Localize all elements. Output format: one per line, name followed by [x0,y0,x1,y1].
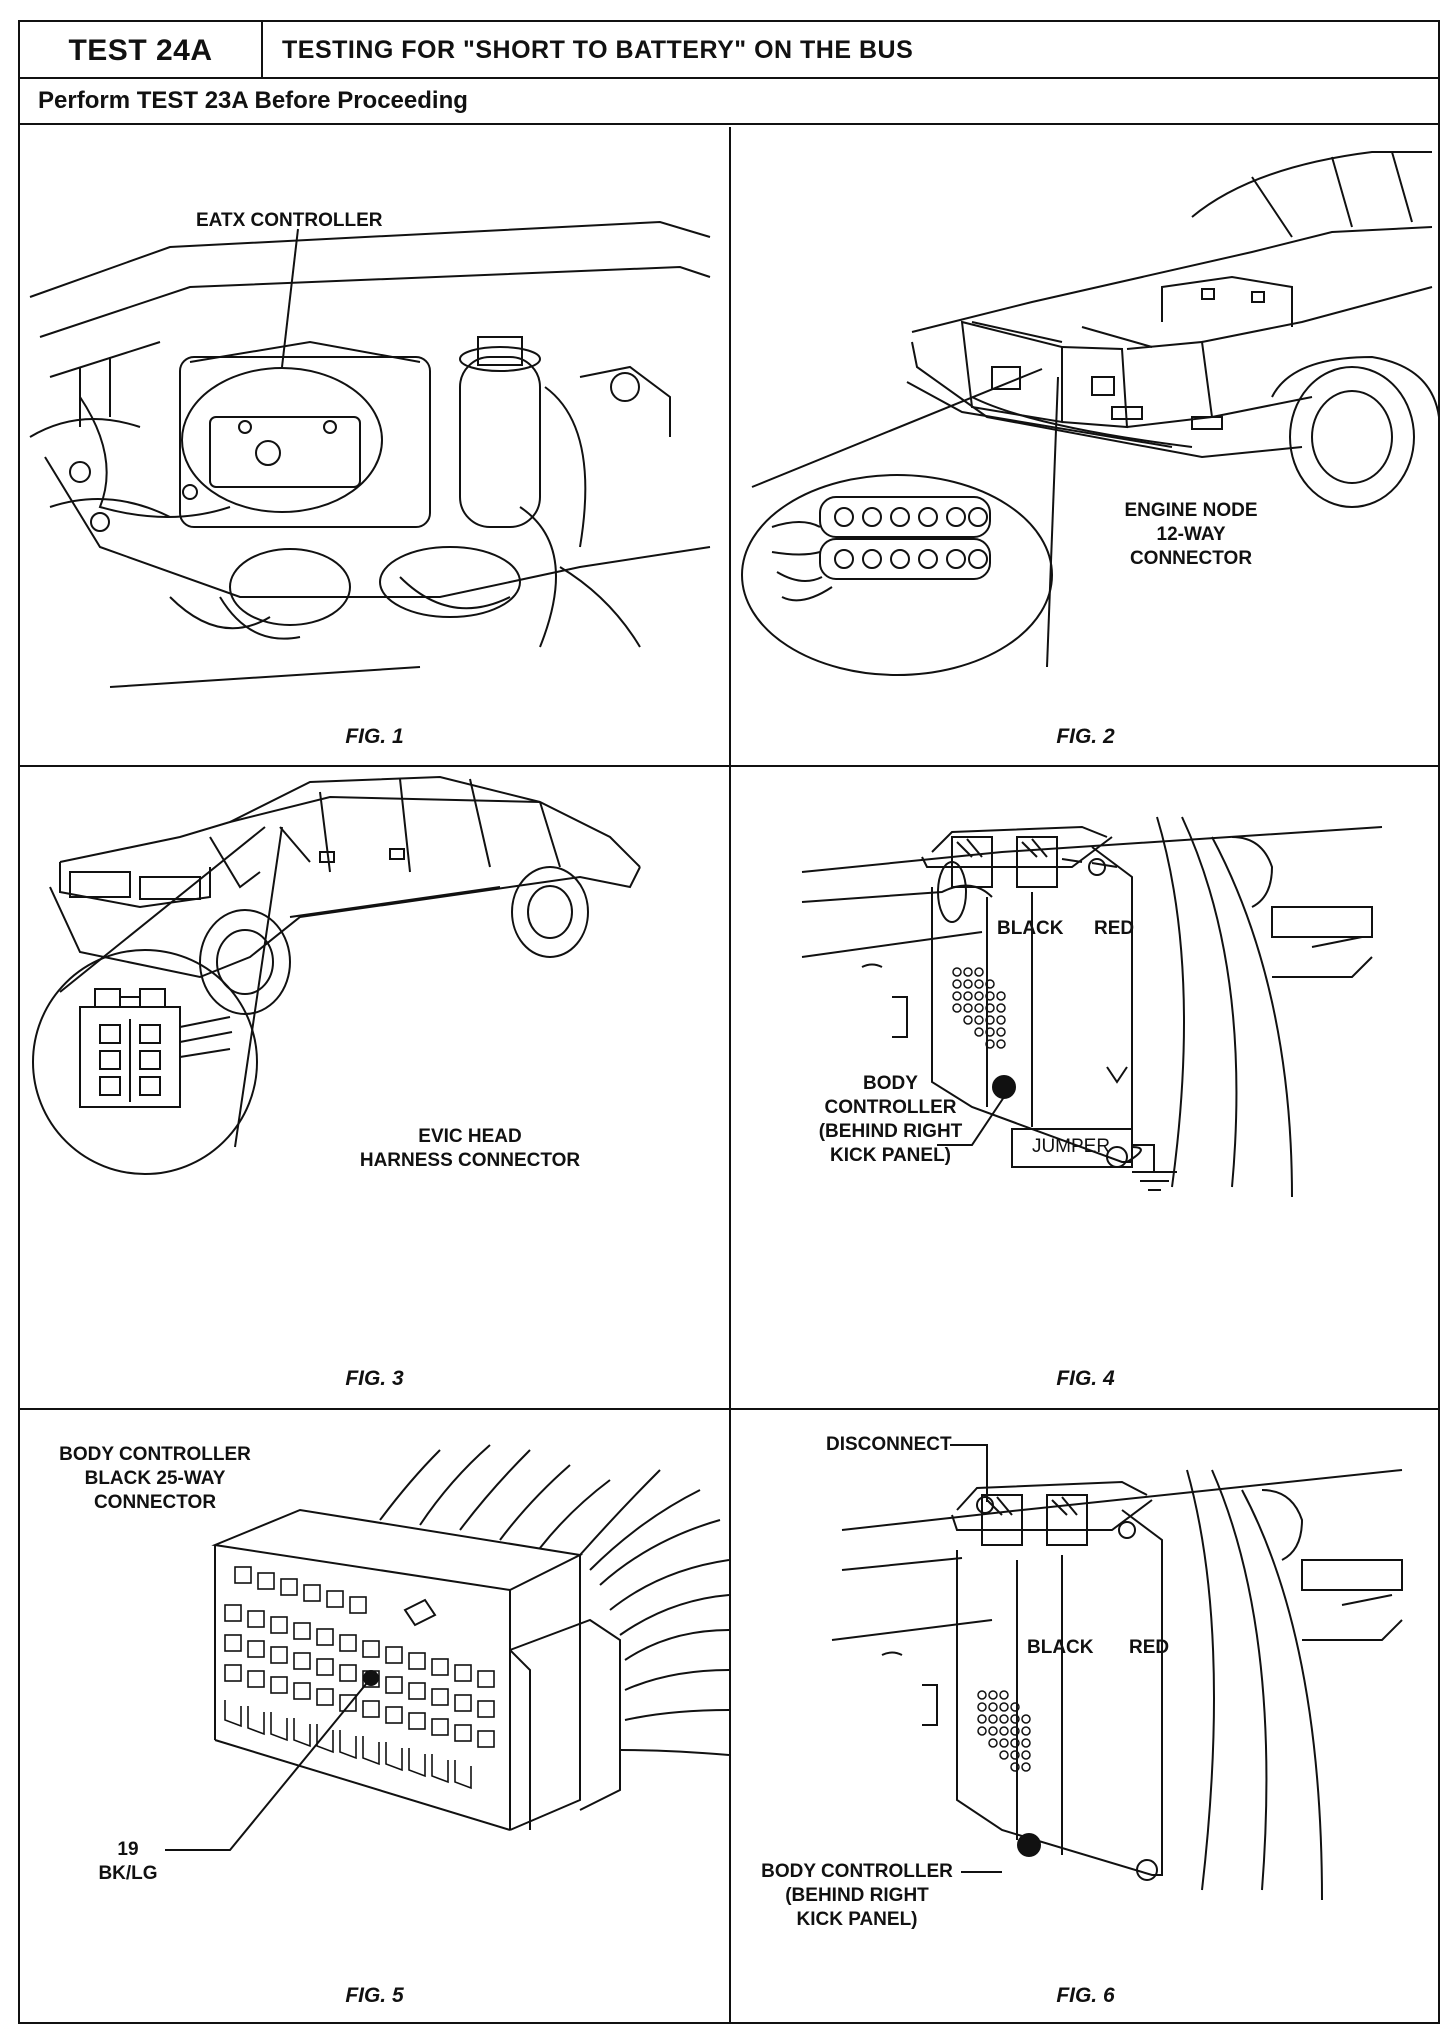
header: TEST 24A TESTING FOR "SHORT TO BATTERY" … [20,22,1438,79]
pin-number-label: 19 [117,1839,139,1860]
connector-label-line3: CONNECTOR [93,1492,217,1513]
connector-label-line2: BLACK 25-WAY [84,1468,226,1489]
connector-label-line1: BODY CONTROLLER [59,1444,251,1465]
engine-node-label-line3: CONNECTOR [1129,548,1253,569]
figure-grid: EATX CONTROLLER FIG. 1 [20,127,1440,2024]
body-controller-label-line1: BODY [863,1073,918,1094]
body-controller-label-line2: (BEHIND RIGHT [785,1885,929,1906]
black-connector-label: BLACK [1027,1637,1094,1658]
black-connector-label: BLACK [997,918,1064,939]
figure-5-caption: FIG. 5 [345,1984,404,2007]
figure-4-caption: FIG. 4 [1056,1367,1115,1390]
wire-color-label: BK/LG [98,1863,158,1884]
body-controller-label-line2: CONTROLLER [824,1097,957,1118]
figure-6-caption: FIG. 6 [1056,1984,1115,2007]
disconnect-label: DISCONNECT [826,1434,952,1455]
evic-head-label-line2: HARNESS CONNECTOR [359,1150,581,1171]
figure-1-panel: EATX CONTROLLER FIG. 1 [20,127,731,767]
body-controller-disconnect-illustration [831,1444,1403,1901]
sedan-illustration [32,775,641,1175]
body-controller-label-line1: BODY CONTROLLER [761,1861,953,1882]
body-controller-label-line4: KICK PANEL) [829,1145,952,1166]
eatx-controller-label: EATX CONTROLLER [196,210,383,231]
figure-3-caption: FIG. 3 [345,1367,404,1390]
evic-head-label-line1: EVIC HEAD [418,1126,522,1147]
body-controller-label-line3: KICK PANEL) [796,1909,918,1930]
test-title: TESTING FOR "SHORT TO BATTERY" ON THE BU… [282,36,914,64]
connector-25-way-illustration [165,1444,729,1851]
engine-node-label-line1: ENGINE NODE [1124,500,1258,521]
figure-2-caption: FIG. 2 [1056,725,1115,748]
engine-bay-illustration [29,220,711,688]
figure-2-panel: ENGINE NODE 12-WAY CONNECTOR FIG. 2 [731,127,1440,767]
red-connector-label: RED [1129,1637,1170,1658]
figure-6-panel: DISCONNECT BLACK RED BODY CONTROLLER (BE… [731,1410,1440,2024]
body-controller-label-line3: (BEHIND RIGHT [818,1121,963,1142]
engine-node-label-line2: 12-WAY [1156,524,1226,545]
figure-5-panel: BODY CONTROLLER BLACK 25-WAY CONNECTOR 1… [20,1410,731,2024]
prerequisite-note: Perform TEST 23A Before Proceeding [20,79,1438,125]
red-connector-label: RED [1094,918,1135,939]
figure-3-panel: EVIC HEAD HARNESS CONNECTOR FIG. 3 [20,767,731,1410]
body-controller-jumper-illustration [801,816,1383,1198]
test-id: TEST 24A [20,22,263,79]
test-sheet: TEST 24A TESTING FOR "SHORT TO BATTERY" … [18,20,1440,2024]
figure-1-caption: FIG. 1 [345,725,404,748]
figure-4-panel: BLACK RED BODY CONTROLLER (BEHIND RIGHT … [731,767,1440,1410]
car-front-illustration [741,151,1440,676]
jumper-label: JUMPER [1031,1136,1111,1157]
